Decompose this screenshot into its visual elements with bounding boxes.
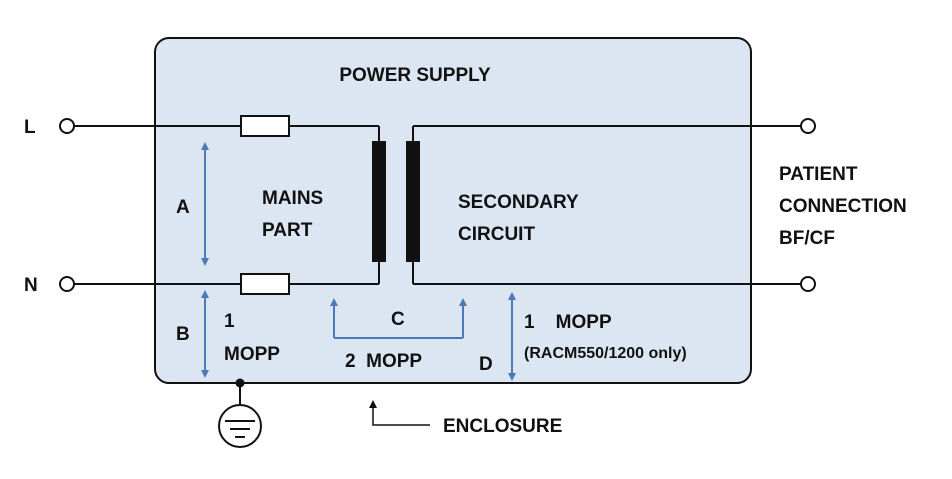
terminal-circle-icon xyxy=(800,276,816,292)
enclosure-pointer-arrow xyxy=(369,400,430,426)
terminal-n-label: N xyxy=(24,275,38,296)
enclosure-label: ENCLOSURE xyxy=(443,416,562,437)
secondary-circuit-label-line2: CIRCUIT xyxy=(458,224,535,245)
insulation-a-label: A xyxy=(176,197,190,218)
terminal-circle-icon xyxy=(59,276,75,292)
power-supply-enclosure xyxy=(154,37,752,384)
insulation-c-label: C xyxy=(391,309,405,330)
patient-connection-label-line2: CONNECTION xyxy=(779,196,907,217)
transformer-icon xyxy=(372,141,420,262)
terminal-circle-icon xyxy=(59,118,75,134)
mains-part-label-line2: PART xyxy=(262,220,313,241)
patient-connection-label-line1: PATIENT xyxy=(779,164,858,185)
insulation-c-bracket xyxy=(330,298,467,339)
insulation-d-label: D xyxy=(479,354,493,375)
secondary-circuit-label-line1: SECONDARY xyxy=(458,192,579,213)
earth-ground-icon xyxy=(218,378,262,448)
insulation-d-note: (RACM550/1200 only) xyxy=(524,345,687,362)
insulation-b-mopp-unit: MOPP xyxy=(224,344,280,365)
insulation-b-mopp-count: 1 xyxy=(224,311,235,332)
insulation-b-label: B xyxy=(176,324,190,345)
insulation-d-mopp: 1 MOPP xyxy=(524,312,612,333)
terminal-circle-icon xyxy=(800,118,816,134)
fuse-icon xyxy=(240,273,290,295)
fuse-icon xyxy=(240,115,290,137)
primary-wiring xyxy=(74,125,380,285)
insulation-c-mopp: 2 MOPP xyxy=(345,351,422,372)
terminal-l-label: L xyxy=(24,117,36,138)
secondary-wiring xyxy=(412,125,801,285)
patient-connection-label-line3: BF/CF xyxy=(779,228,835,249)
mains-part-label-line1: MAINS xyxy=(262,188,323,209)
power-supply-title: POWER SUPPLY xyxy=(339,65,491,86)
